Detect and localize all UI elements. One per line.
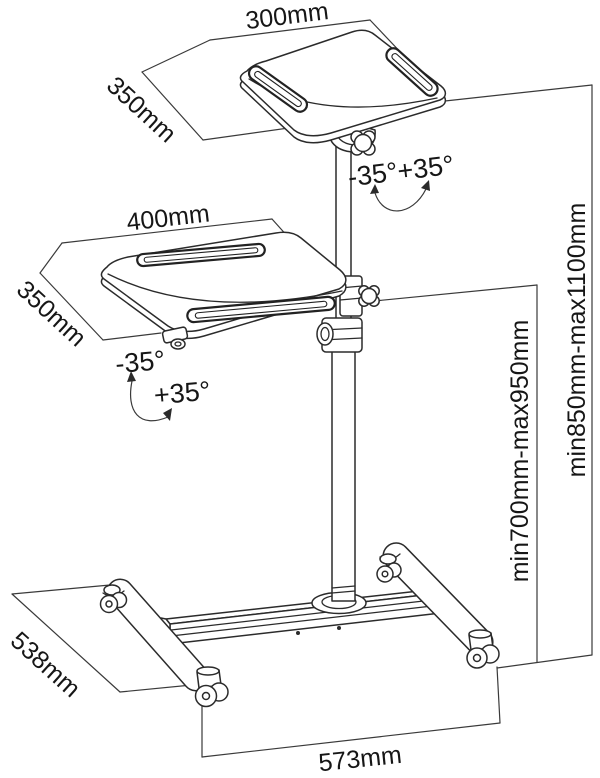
dim-ext-400-left	[39, 242, 63, 274]
caster-hub	[201, 691, 211, 701]
front-bracket-roller	[170, 338, 186, 350]
dim-ext-inner-top	[373, 284, 538, 302]
lower-tilt-knob	[358, 285, 380, 307]
crossbar-channel-line-1	[170, 598, 442, 631]
lower-platform-pill-front-inner	[194, 300, 328, 319]
dim-ext-538-top	[11, 584, 111, 595]
base-assembly	[99, 542, 500, 708]
dimension-lines	[11, 19, 593, 758]
top-tilt-arc	[374, 188, 427, 212]
crossbar-channel-line-2	[170, 604, 442, 637]
pole-collar-line-1	[331, 585, 356, 589]
pole-lower-tube	[331, 335, 356, 602]
top-platform-pill-right	[385, 47, 439, 97]
height-clamp-knob-inner	[320, 326, 330, 342]
top-platform	[239, 29, 447, 156]
front-bracket-roller-hub	[174, 341, 182, 347]
dim-line-573	[201, 722, 501, 758]
label-lower-depth: 350mm	[11, 275, 91, 352]
dim-line-538	[11, 593, 121, 693]
caster-rear-right	[376, 553, 402, 583]
dim-ext-outer-top	[444, 84, 593, 102]
dim-line-350-lower	[39, 272, 104, 341]
crossbar-screw-2	[337, 626, 341, 630]
height-clamp	[316, 317, 363, 353]
tilt-annotations	[127, 180, 430, 422]
top-platform-pill-right-inner	[391, 53, 433, 91]
lower-platform-pill-rear-inner	[143, 247, 259, 263]
caster-hub	[381, 570, 389, 578]
crossbar-screw-1	[296, 631, 300, 635]
caster-front-right	[466, 629, 500, 669]
label-base-depth: 538mm	[5, 626, 86, 703]
dim-ext-573-right	[496, 666, 501, 724]
knob-center	[353, 133, 373, 153]
lower-platform-front-bracket	[161, 326, 189, 350]
label-height-inner: min700mm-max950mm	[506, 320, 534, 583]
top-tilt-knob	[350, 130, 376, 156]
dim-line-300	[209, 19, 371, 41]
top-platform-pill-left	[247, 65, 309, 113]
lower-clamp-upper-line-2	[339, 297, 363, 301]
lower-platform	[100, 231, 380, 353]
dim-ext-350-lower	[102, 332, 162, 341]
caster-hub	[472, 653, 482, 663]
caster-front-left	[194, 666, 229, 708]
label-lower-tilt-plus: +35°	[153, 376, 212, 411]
knob-center	[360, 287, 378, 305]
dim-ext-bottom-diagonal	[496, 654, 593, 669]
lower-platform-surface-curve	[107, 273, 343, 303]
label-top-depth: 350mm	[101, 71, 181, 148]
dim-line-350-top	[141, 71, 204, 141]
label-top-tilt: -35°+35°	[346, 150, 455, 193]
lower-tilt-arrowhead-end	[163, 408, 172, 421]
caster-fork-cap	[468, 629, 492, 639]
caster-fork	[379, 553, 397, 565]
pole-collar-line-2	[331, 590, 356, 594]
label-top-width: 300mm	[244, 0, 330, 35]
label-base-width: 573mm	[317, 741, 403, 778]
label-lower-tilt-minus: -35°	[114, 345, 166, 379]
height-clamp-knob	[316, 322, 334, 346]
dim-line-400	[61, 218, 273, 244]
label-height-outer: min850mm-max1100mm	[563, 203, 591, 478]
top-tilt-arrowhead-right	[421, 180, 430, 191]
dim-ext-300-left	[141, 39, 211, 73]
caster-rear-left	[99, 584, 128, 614]
lower-tilt-arrowhead-top	[127, 371, 136, 382]
telescopic-pole	[331, 123, 356, 602]
lower-tilt-arc	[130, 380, 169, 422]
top-platform-pill-left-inner	[254, 70, 302, 108]
top-tilt-arrowhead-left	[370, 184, 379, 194]
caster-hub	[105, 600, 113, 608]
label-lower-width: 400mm	[125, 199, 211, 236]
caster-fork-cap	[196, 666, 220, 676]
